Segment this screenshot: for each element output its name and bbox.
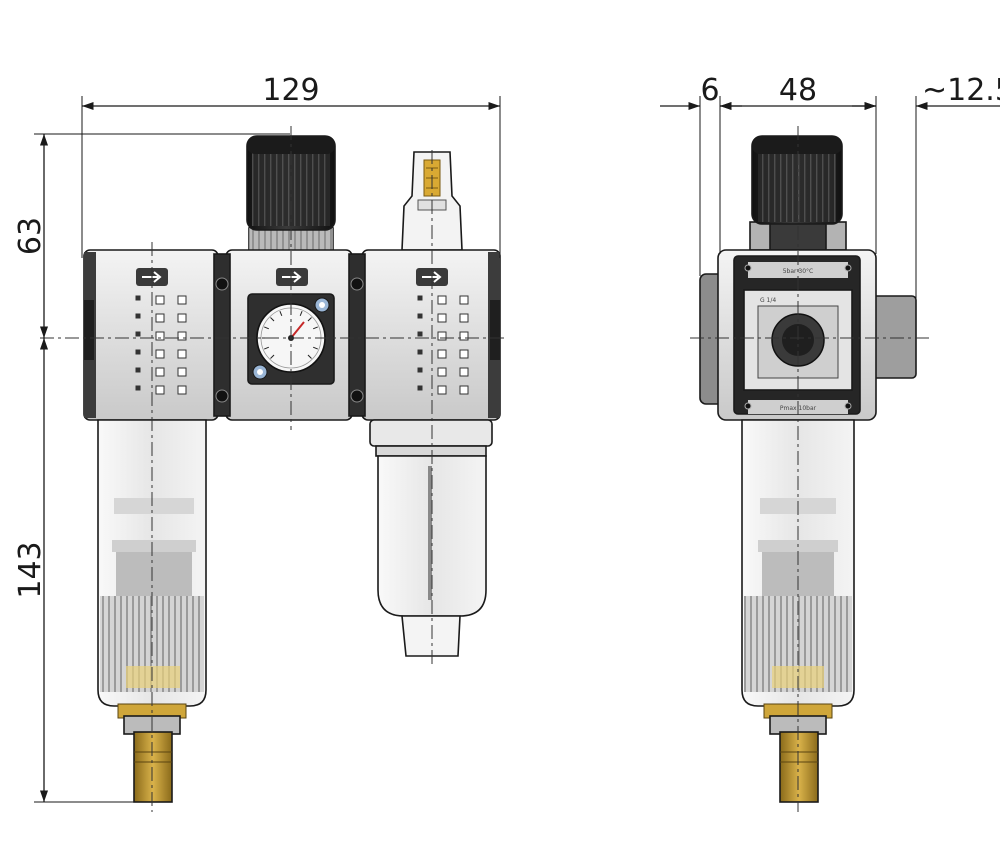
vent-slot (135, 295, 141, 301)
front-view (40, 126, 508, 812)
vent-slot (459, 331, 469, 341)
dimension-annotations: 129 63 143 6 48 ~12.5 (13, 73, 1000, 803)
vent-slot (437, 331, 447, 341)
vent-slot (459, 367, 469, 377)
vent-slot (417, 349, 423, 355)
vent-slot (177, 313, 187, 323)
pressure-gauge-icon (247, 293, 335, 385)
module-connector-right (348, 253, 366, 417)
vent-slot (155, 367, 165, 377)
gauge-tick (270, 354, 275, 359)
vent-slot (177, 367, 187, 377)
gauge-tick (279, 311, 283, 317)
vent-slot (417, 313, 423, 319)
vent-slot (135, 331, 141, 337)
vent-slot (155, 295, 165, 305)
vent-slot (135, 367, 141, 373)
dim-side-body: 48 (779, 73, 817, 108)
plate-port-label: G 1/4 (760, 297, 776, 304)
vent-slot (177, 385, 187, 395)
gauge-tick (307, 317, 312, 322)
front-lubricator-bowl (369, 419, 493, 657)
gauge-tick (264, 346, 270, 350)
lubricator-vent-slots (417, 295, 469, 395)
vent-slot (417, 331, 423, 337)
vent-slot (459, 385, 469, 395)
side-regulator-knob (749, 135, 847, 251)
vent-slot (155, 331, 165, 341)
gauge-tick (270, 317, 275, 322)
dim-height-top: 63 (13, 217, 48, 255)
vent-slot (177, 295, 187, 305)
gauge-tick (299, 311, 303, 317)
vent-slot (155, 313, 165, 323)
vent-slot (437, 349, 447, 359)
vent-slot (155, 385, 165, 395)
vent-slot (437, 313, 447, 323)
gauge-tick (307, 354, 312, 359)
vent-slot (459, 313, 469, 323)
vent-slot (177, 331, 187, 341)
vent-slot (459, 295, 469, 305)
front-body (83, 249, 501, 421)
dim-side-right: ~12.5 (922, 73, 1000, 108)
gauge-tick (312, 326, 318, 330)
vent-slot (135, 349, 141, 355)
vent-slot (437, 367, 447, 377)
vent-slot (417, 295, 423, 301)
side-view: 5bar 30°C Pmax 10bar G 1/4 (690, 126, 930, 812)
vent-slot (417, 367, 423, 373)
dim-width-total: 129 (262, 73, 319, 108)
gauge-tick (312, 346, 318, 350)
vent-slot (437, 295, 447, 305)
gauge-tick (264, 326, 270, 330)
vent-slot (437, 385, 447, 395)
module-connector-left (213, 253, 231, 417)
vent-slot (155, 349, 165, 359)
filter-vent-slots (135, 295, 187, 395)
vent-slot (177, 349, 187, 359)
side-port-right (871, 295, 917, 379)
dim-height-bottom: 143 (13, 541, 48, 598)
vent-slot (135, 385, 141, 391)
dim-side-left: 6 (700, 73, 719, 108)
vent-slot (135, 313, 141, 319)
vent-slot (417, 385, 423, 391)
flow-arrow-icon (136, 268, 448, 286)
vent-slot (459, 349, 469, 359)
